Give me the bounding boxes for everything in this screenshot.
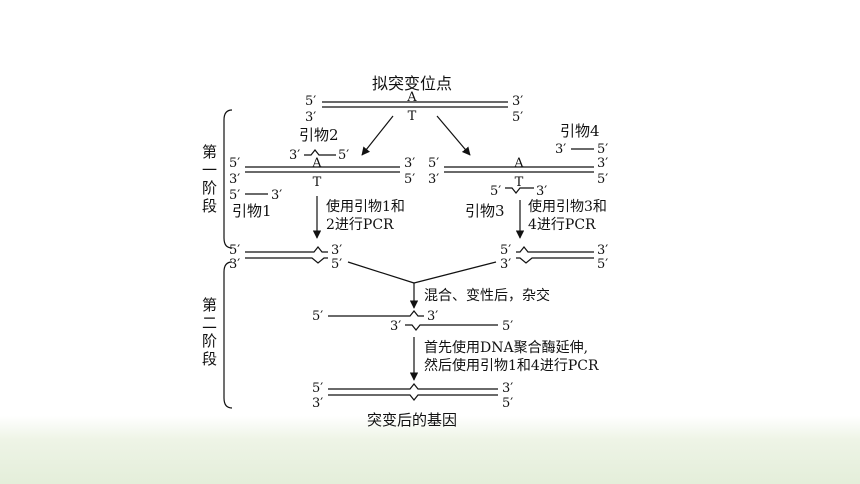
svg-text:段: 段 xyxy=(202,197,217,215)
svg-text:5′: 5′ xyxy=(331,257,342,272)
stage-one-bracket xyxy=(223,109,233,249)
svg-text:3′: 3′ xyxy=(597,243,608,258)
stage-one-label: 第 一 阶 段 xyxy=(202,143,217,215)
svg-text:4进行PCR: 4进行PCR xyxy=(528,217,596,233)
svg-text:5′: 5′ xyxy=(597,142,608,157)
svg-text:第: 第 xyxy=(202,296,217,314)
primer-4-label: 引物4 xyxy=(560,122,600,140)
title: 拟突变位点 xyxy=(372,74,452,93)
base-t: T xyxy=(408,109,417,124)
template-dna: 5′ 3′ 3′ 5′ A T xyxy=(305,90,523,125)
svg-text:3′: 3′ xyxy=(331,243,342,258)
result-label: 突变后的基因 xyxy=(367,411,457,429)
svg-text:5′: 5′ xyxy=(312,381,323,396)
svg-text:3′: 3′ xyxy=(428,172,439,187)
svg-text:5′: 5′ xyxy=(502,319,513,334)
svg-text:3′: 3′ xyxy=(312,396,323,411)
arrow-to-left xyxy=(361,115,394,156)
svg-text:一: 一 xyxy=(202,161,217,179)
right-reaction: 引物4 3′ 5′ 5′ 3′ 3′ 5′ A T 5′ 3′ 引物3 使用引物… xyxy=(428,122,608,272)
svg-text:3′: 3′ xyxy=(229,257,240,272)
svg-text:段: 段 xyxy=(202,350,217,368)
footer-band xyxy=(0,416,860,484)
svg-text:3′: 3′ xyxy=(555,142,566,157)
stage-two-bracket xyxy=(223,261,233,409)
stage-two-label: 第 二 阶 段 xyxy=(202,296,217,368)
svg-text:T: T xyxy=(515,175,524,190)
svg-text:5′: 5′ xyxy=(229,188,240,203)
step3-line1: 首先使用DNA聚合酶延伸, xyxy=(424,339,588,356)
svg-text:T: T xyxy=(313,175,322,190)
svg-text:2进行PCR: 2进行PCR xyxy=(326,217,394,233)
step3-line2: 然后使用引物1和4进行PCR xyxy=(424,357,599,374)
primer-2-label: 引物2 xyxy=(299,126,339,144)
svg-text:3′: 3′ xyxy=(271,188,282,203)
step2-label: 混合、变性后，杂交 xyxy=(424,287,550,304)
mutated-gene: 5′ 3′ 3′ 5′ xyxy=(312,381,513,411)
svg-text:第: 第 xyxy=(202,143,217,161)
svg-text:5′: 5′ xyxy=(512,110,523,125)
primer-3-label: 引物3 xyxy=(465,202,505,220)
merge-left-line xyxy=(347,261,415,284)
svg-text:3′: 3′ xyxy=(427,309,438,324)
svg-text:3′: 3′ xyxy=(512,94,523,109)
base-a: A xyxy=(406,90,417,105)
svg-text:使用引物3和: 使用引物3和 xyxy=(528,198,607,215)
svg-text:3′: 3′ xyxy=(404,156,415,171)
svg-text:3′: 3′ xyxy=(597,156,608,171)
svg-text:5′: 5′ xyxy=(312,309,323,324)
svg-text:5′: 5′ xyxy=(229,243,240,258)
arrow-to-right xyxy=(436,115,471,156)
svg-text:5′: 5′ xyxy=(597,257,608,272)
svg-text:使用引物1和: 使用引物1和 xyxy=(326,198,405,215)
svg-text:5′: 5′ xyxy=(597,172,608,187)
svg-text:阶: 阶 xyxy=(202,179,217,197)
svg-text:3′: 3′ xyxy=(229,172,240,187)
svg-text:5′: 5′ xyxy=(305,94,316,109)
left-reaction: 引物2 3′ 5′ 5′ 3′ 3′ 5′ A T 5′ 3′ 引物1 使用引物… xyxy=(229,126,415,272)
svg-text:5′: 5′ xyxy=(404,172,415,187)
svg-text:5′: 5′ xyxy=(428,156,439,171)
svg-text:3′: 3′ xyxy=(500,257,511,272)
svg-text:A: A xyxy=(513,156,524,171)
svg-text:3′: 3′ xyxy=(536,184,547,199)
svg-text:5′: 5′ xyxy=(338,148,349,163)
svg-text:阶: 阶 xyxy=(202,332,217,350)
svg-text:3′: 3′ xyxy=(390,319,401,334)
hybrid-dna: 5′ 3′ 3′ 5′ xyxy=(312,309,513,334)
svg-text:5′: 5′ xyxy=(500,243,511,258)
svg-text:5′: 5′ xyxy=(490,184,501,199)
svg-text:3′: 3′ xyxy=(289,148,300,163)
svg-text:3′: 3′ xyxy=(305,110,316,125)
svg-text:5′: 5′ xyxy=(502,396,513,411)
merge-right-line xyxy=(413,261,497,284)
svg-text:5′: 5′ xyxy=(229,156,240,171)
primer-1-label: 引物1 xyxy=(232,202,272,220)
svg-text:3′: 3′ xyxy=(502,381,513,396)
svg-text:A: A xyxy=(311,156,322,171)
svg-text:二: 二 xyxy=(202,314,217,332)
